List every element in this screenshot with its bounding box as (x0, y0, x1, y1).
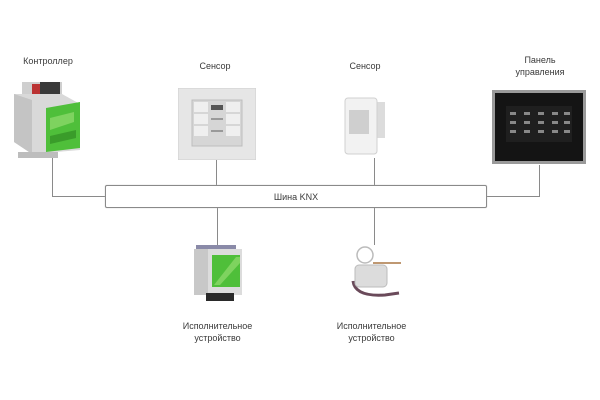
switch-sensor-label: Сенсор (199, 61, 231, 71)
wire-panel-vertical (539, 165, 540, 196)
wire-motion (374, 158, 375, 185)
touch-panel-icon (492, 90, 586, 164)
actuator-din-label: Исполнительное устройство (160, 320, 275, 344)
controller-label: Контроллер (23, 56, 73, 66)
din-actuator-icon (194, 245, 242, 301)
knx-bus: Шина KNX (105, 185, 487, 208)
control-panel-label-line2: управления (515, 67, 565, 77)
motion-sensor-label: Сенсор (349, 61, 381, 71)
motion-sensor-icon (344, 97, 385, 155)
control-panel-label: Панель управления (495, 54, 585, 78)
wire-panel-horizontal (486, 196, 540, 197)
actuator-din-label-line2: устройство (194, 333, 241, 343)
knx-bus-label: Шина KNX (273, 191, 319, 202)
actuator-din-label-line1: Исполнительное (182, 321, 253, 331)
actuator-valve-label-line2: устройство (348, 333, 395, 343)
control-panel-label-line1: Панель (524, 55, 556, 65)
actuator-valve-label-line1: Исполнительное (336, 321, 407, 331)
valve-actuator-icon (351, 246, 401, 297)
wire-actuator-valve (374, 207, 375, 245)
wire-switch (216, 160, 217, 185)
din-rail-controller-icon (14, 82, 80, 158)
wire-controller-vertical (52, 158, 53, 196)
wall-switch-sensor-icon (178, 88, 256, 160)
wire-actuator-din (217, 207, 218, 247)
wire-controller-horizontal (52, 196, 105, 197)
actuator-valve-label: Исполнительное устройство (314, 320, 429, 344)
